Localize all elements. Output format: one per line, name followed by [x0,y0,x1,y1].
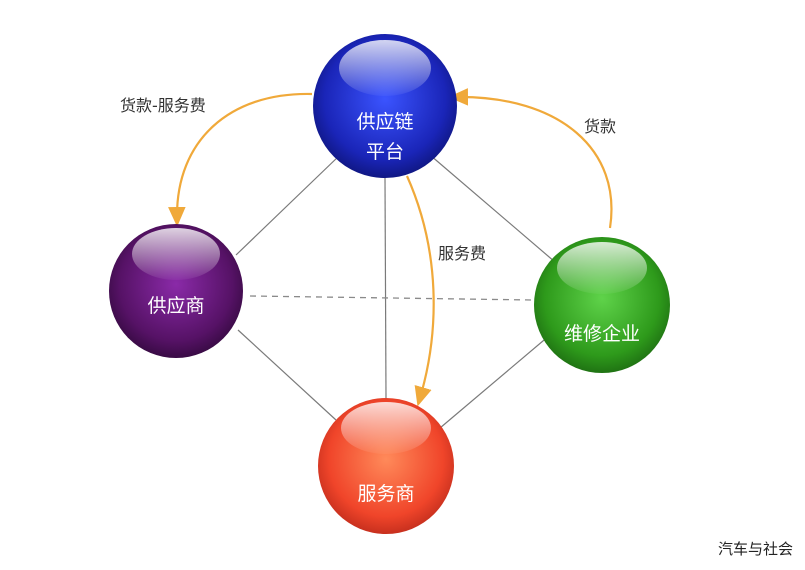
node-service: 服务商 [318,398,454,534]
flow-arrow-platform-to-supplier [168,92,313,227]
node-platform: 供应链 平台 [313,34,457,178]
flow-label-platform-to-service: 服务费 [438,244,486,263]
watermark-text: 汽车与社会 [717,540,793,558]
node-supplier-label: 供应商 [147,295,204,317]
node-platform-label-line1: 供应链 [356,111,413,133]
flow-arrow-repair-to-platform [448,88,613,229]
flow-label-repair-to-platform: 货款 [584,117,616,136]
node-platform-label-line2: 平台 [366,141,404,163]
connector-platform-service [384,177,387,399]
flow-arrow-platform-to-service [405,175,435,407]
node-repair-label: 维修企业 [564,323,640,345]
connector-platform-supplier [235,154,341,256]
connector-supplier-repair-dashed [249,295,534,301]
connector-repair-service [439,334,551,429]
connector-supplier-service [237,329,337,421]
connector-platform-repair [429,154,556,263]
flow-label-platform-to-supplier: 货款-服务费 [120,96,206,115]
node-supplier: 供应商 [109,224,243,358]
node-service-label: 服务商 [357,483,414,505]
node-repair: 维修企业 [534,237,670,373]
